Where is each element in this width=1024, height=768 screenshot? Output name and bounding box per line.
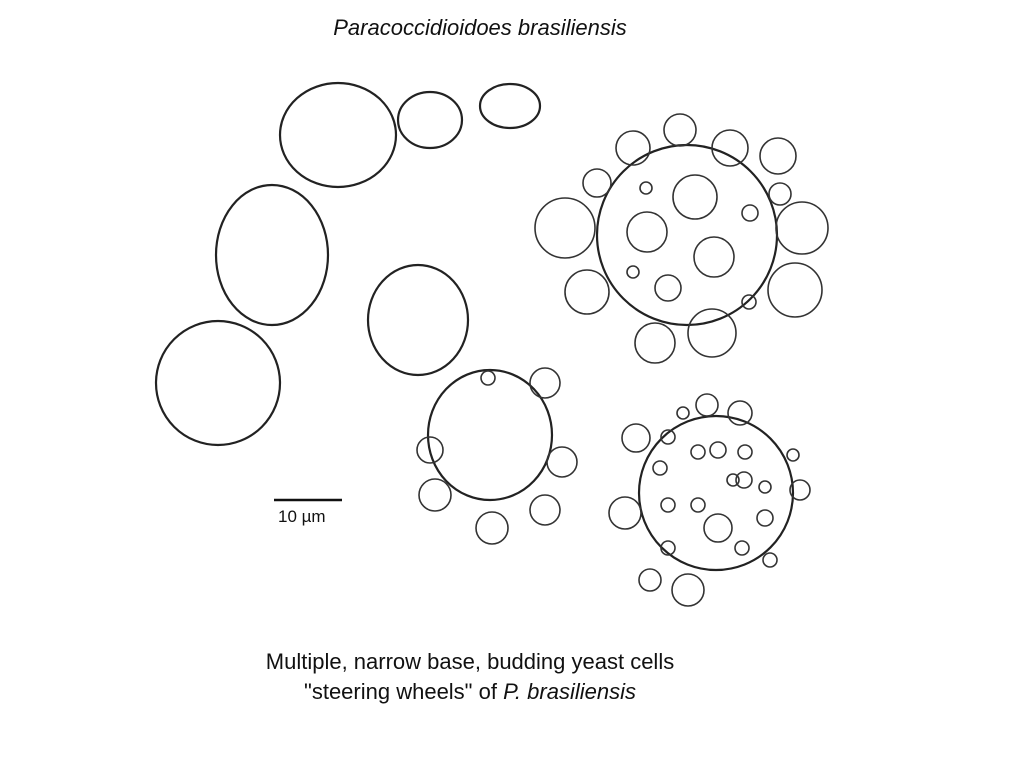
bud [767, 262, 823, 318]
inner-vacuole [690, 497, 706, 513]
steering-wheel-upper [534, 113, 829, 364]
bud [762, 552, 778, 568]
caption-line-2: "steering wheels" of P. brasiliensis [0, 677, 940, 707]
steering-wheel-lower [608, 393, 811, 607]
caption-line-2-prefix: "steering wheels" of [304, 679, 504, 704]
inner-vacuole [734, 540, 750, 556]
chain-bud-1 [396, 90, 464, 150]
bud [534, 197, 596, 259]
inner-vacuole [703, 513, 733, 543]
inner-vacuole [726, 473, 740, 487]
mother-cell [595, 143, 779, 327]
inner-vacuole [626, 265, 640, 279]
bud [759, 137, 797, 175]
inner-vacuole [758, 480, 772, 494]
inner-vacuole [737, 444, 753, 460]
inner-vacuole [660, 497, 676, 513]
bud [711, 129, 749, 167]
inner-vacuole [690, 444, 706, 460]
bud [475, 511, 509, 545]
bud [480, 370, 496, 386]
bud [775, 201, 829, 255]
mother-cell-top [366, 263, 470, 377]
chain-bud-2 [478, 82, 542, 130]
bud [638, 568, 662, 592]
bud [529, 367, 561, 399]
inner-vacuole [660, 540, 676, 556]
inner-vacuole [709, 441, 727, 459]
bud [582, 168, 612, 198]
scale-bar-label: 10 µm [278, 507, 326, 526]
yeast-chain [154, 81, 542, 447]
bud [416, 436, 444, 464]
inner-vacuole [652, 460, 668, 476]
bud [786, 448, 800, 462]
bud [546, 446, 578, 478]
bud [564, 269, 610, 315]
chain-cell-upper [278, 81, 398, 189]
inner-vacuole [741, 204, 759, 222]
mother-cell [637, 414, 795, 572]
bud [634, 322, 676, 364]
inner-vacuole [639, 181, 653, 195]
bud [615, 130, 651, 166]
figure-caption: Multiple, narrow base, budding yeast cel… [0, 647, 940, 707]
bud [671, 573, 705, 607]
bud [727, 400, 753, 426]
inner-vacuole [672, 174, 718, 220]
mother-cell-lower [426, 368, 554, 502]
caption-species-name: P. brasiliensis [503, 679, 636, 704]
inner-vacuole [626, 211, 668, 253]
caption-line-1: Multiple, narrow base, budding yeast cel… [265, 649, 675, 674]
bud [768, 182, 792, 206]
bud [608, 496, 642, 530]
inner-vacuole [654, 274, 682, 302]
figure-title: Paracoccidioidoes brasiliensis [333, 15, 627, 40]
bud [418, 478, 452, 512]
bud [621, 423, 651, 453]
bud [789, 479, 811, 501]
yeast-cell-middle [366, 263, 578, 545]
bud [663, 113, 697, 147]
inner-vacuole [735, 471, 753, 489]
bud [741, 294, 757, 310]
inner-vacuole [660, 429, 676, 445]
bud [529, 494, 561, 526]
scale-bar: 10 µm [274, 498, 342, 526]
inner-vacuole [693, 236, 735, 278]
bud [676, 406, 690, 420]
chain-cell-bottom [154, 319, 282, 447]
chain-cell-middle [214, 183, 330, 327]
inner-vacuole [756, 509, 774, 527]
bud [687, 308, 737, 358]
bud [695, 393, 719, 417]
